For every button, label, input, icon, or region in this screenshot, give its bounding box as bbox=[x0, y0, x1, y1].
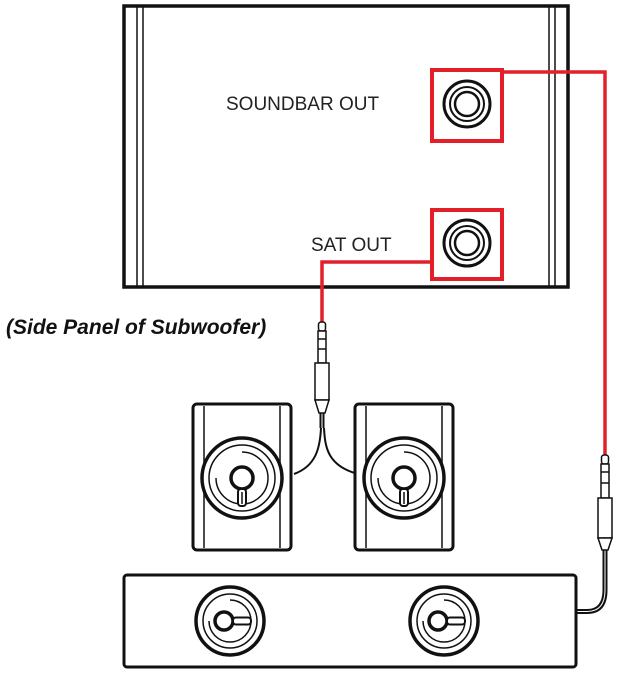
left-satellite-speaker bbox=[191, 402, 293, 552]
soundbar-out-label: SOUNDBAR OUT bbox=[226, 94, 379, 115]
side-panel-caption: (Side Panel of Subwoofer) bbox=[6, 316, 266, 339]
soundbar-cable-red bbox=[502, 70, 607, 455]
speaker-driver-icon bbox=[408, 585, 480, 657]
satellite-cable-plug bbox=[293, 321, 359, 475]
soundbar-out-jack[interactable] bbox=[430, 68, 504, 143]
audio-plug-icon bbox=[313, 321, 331, 414]
audio-plug-icon bbox=[596, 454, 614, 551]
speaker-driver-icon bbox=[200, 436, 284, 520]
rca-jack-icon bbox=[442, 79, 492, 129]
sat-cable-red bbox=[320, 260, 432, 322]
subwoofer-side-panel bbox=[122, 4, 570, 289]
rca-jack-icon bbox=[442, 218, 492, 268]
speaker-driver-icon bbox=[362, 436, 446, 520]
speaker-driver-icon bbox=[194, 585, 266, 657]
soundbar-cable-plug bbox=[577, 454, 614, 614]
sat-out-label: SAT OUT bbox=[311, 235, 392, 256]
soundbar-speaker bbox=[122, 573, 578, 669]
sat-out-jack[interactable] bbox=[430, 208, 504, 281]
right-satellite-speaker bbox=[353, 402, 455, 552]
